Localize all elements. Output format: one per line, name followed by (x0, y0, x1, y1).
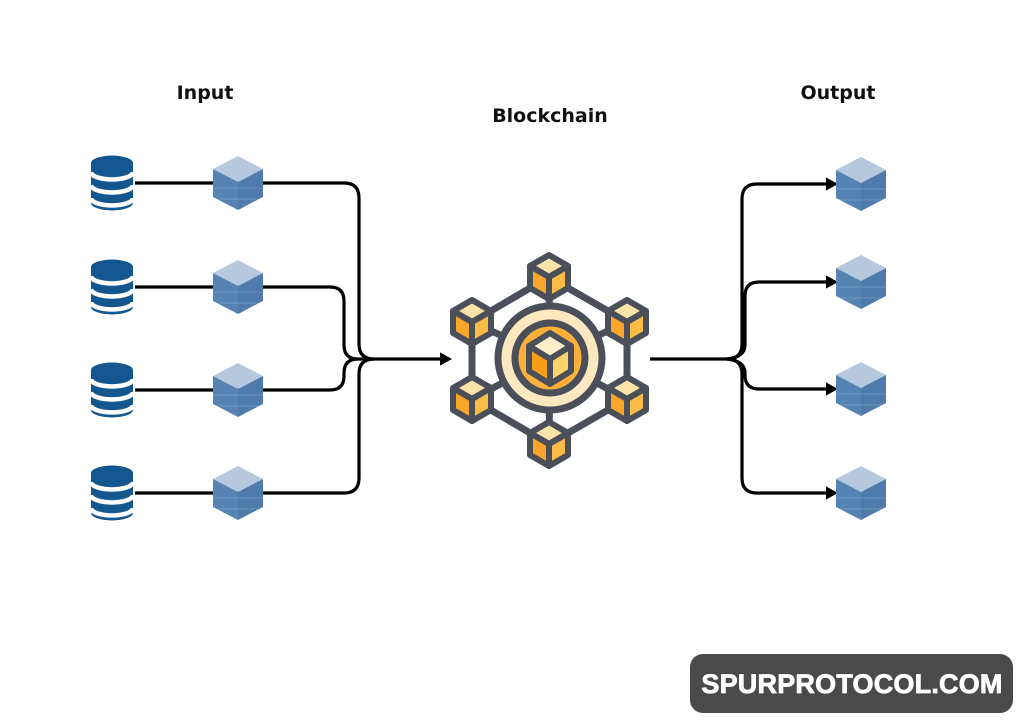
watermark-text: SPURPROTOCOL.COM (701, 669, 1002, 699)
cube-icon (835, 465, 887, 521)
center-cube-icon (526, 330, 574, 387)
arrow-into-blockchain (440, 352, 452, 366)
network-cube-icon (453, 300, 491, 344)
blockchain-label: Blockchain (492, 105, 608, 127)
arrow-to-output-1 (826, 177, 838, 191)
arrow-to-output-3 (826, 382, 838, 396)
watermark-banner: SPURPROTOCOL.COM (690, 654, 1013, 713)
cube-icon (835, 361, 887, 417)
input-label: Input (177, 82, 234, 104)
arrow-to-output-4 (826, 486, 838, 500)
database-icon (91, 156, 133, 211)
arrow-to-output-2 (826, 275, 838, 289)
cube-icon (835, 254, 887, 310)
cube-icon (212, 259, 264, 315)
output-column (835, 156, 887, 521)
blockchain-network-icon (453, 255, 646, 466)
cube-icon (212, 465, 264, 521)
input-connectors (135, 181, 452, 495)
database-icon (91, 260, 133, 315)
network-cube-icon (530, 422, 568, 466)
network-cube-icon (530, 255, 568, 299)
cube-icon (835, 156, 887, 212)
output-label: Output (801, 82, 876, 104)
output-connectors (650, 177, 838, 500)
network-cube-icon (608, 377, 646, 421)
network-cube-icon (608, 300, 646, 344)
database-icon (91, 363, 133, 418)
cube-icon (212, 362, 264, 418)
network-cube-icon (453, 377, 491, 421)
input-column (91, 155, 264, 521)
cube-icon (212, 155, 264, 211)
database-icon (91, 466, 133, 521)
